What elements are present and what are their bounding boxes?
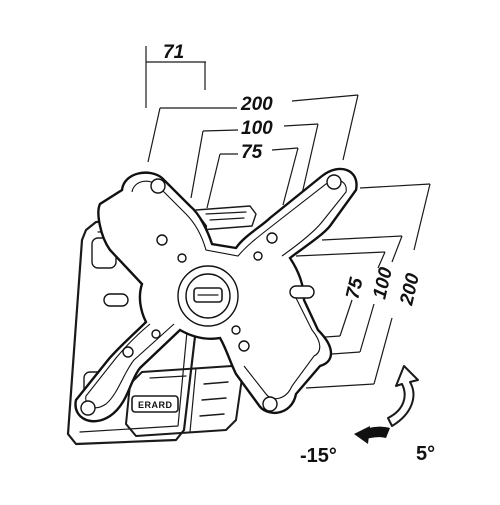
brand-label: ERARD bbox=[138, 400, 173, 410]
dimension-vertical-75: 75 bbox=[281, 251, 386, 341]
dimension-horizontal-200: 200 bbox=[147, 94, 359, 163]
dimension-200-label: 200 bbox=[240, 94, 273, 115]
hole-200-bottom-right bbox=[262, 396, 278, 412]
slot-right bbox=[289, 285, 315, 299]
hole-100-top-right bbox=[266, 232, 278, 244]
tilt-negative-label: -15° bbox=[300, 445, 337, 467]
dimension-71: 71 bbox=[145, 42, 206, 108]
hole-200-bottom-left bbox=[80, 400, 96, 416]
dimension-horizontal-100: 100 bbox=[190, 118, 319, 199]
vesa-plate bbox=[74, 167, 358, 423]
dimension-vertical-200-label: 200 bbox=[396, 271, 424, 308]
dimension-71-label: 71 bbox=[163, 42, 184, 63]
logo-badge bbox=[131, 395, 179, 413]
hub-logo-badge bbox=[193, 287, 223, 303]
dimension-75-label: 75 bbox=[241, 142, 263, 163]
hole-75-top-left bbox=[177, 253, 187, 263]
dimension-horizontal-75: 75 bbox=[206, 142, 299, 209]
hole-75-bottom-left bbox=[151, 329, 161, 339]
dimension-vertical-75-label: 75 bbox=[342, 275, 367, 301]
slot-left bbox=[103, 293, 129, 307]
dimension-100-label: 100 bbox=[241, 118, 273, 139]
dimension-vertical-100-label: 100 bbox=[369, 265, 397, 301]
hole-200-top-left bbox=[150, 178, 166, 194]
tilt-arrow-icon bbox=[354, 365, 419, 444]
hole-75-top-right bbox=[253, 251, 263, 261]
hole-100-top-left bbox=[156, 234, 168, 246]
tilt-positive-label: 5° bbox=[416, 443, 435, 465]
hole-100-bottom-right bbox=[238, 340, 250, 352]
hole-200-top-right bbox=[326, 174, 342, 190]
hole-75-bottom-right bbox=[231, 325, 241, 335]
hole-100-bottom-left bbox=[122, 346, 134, 358]
